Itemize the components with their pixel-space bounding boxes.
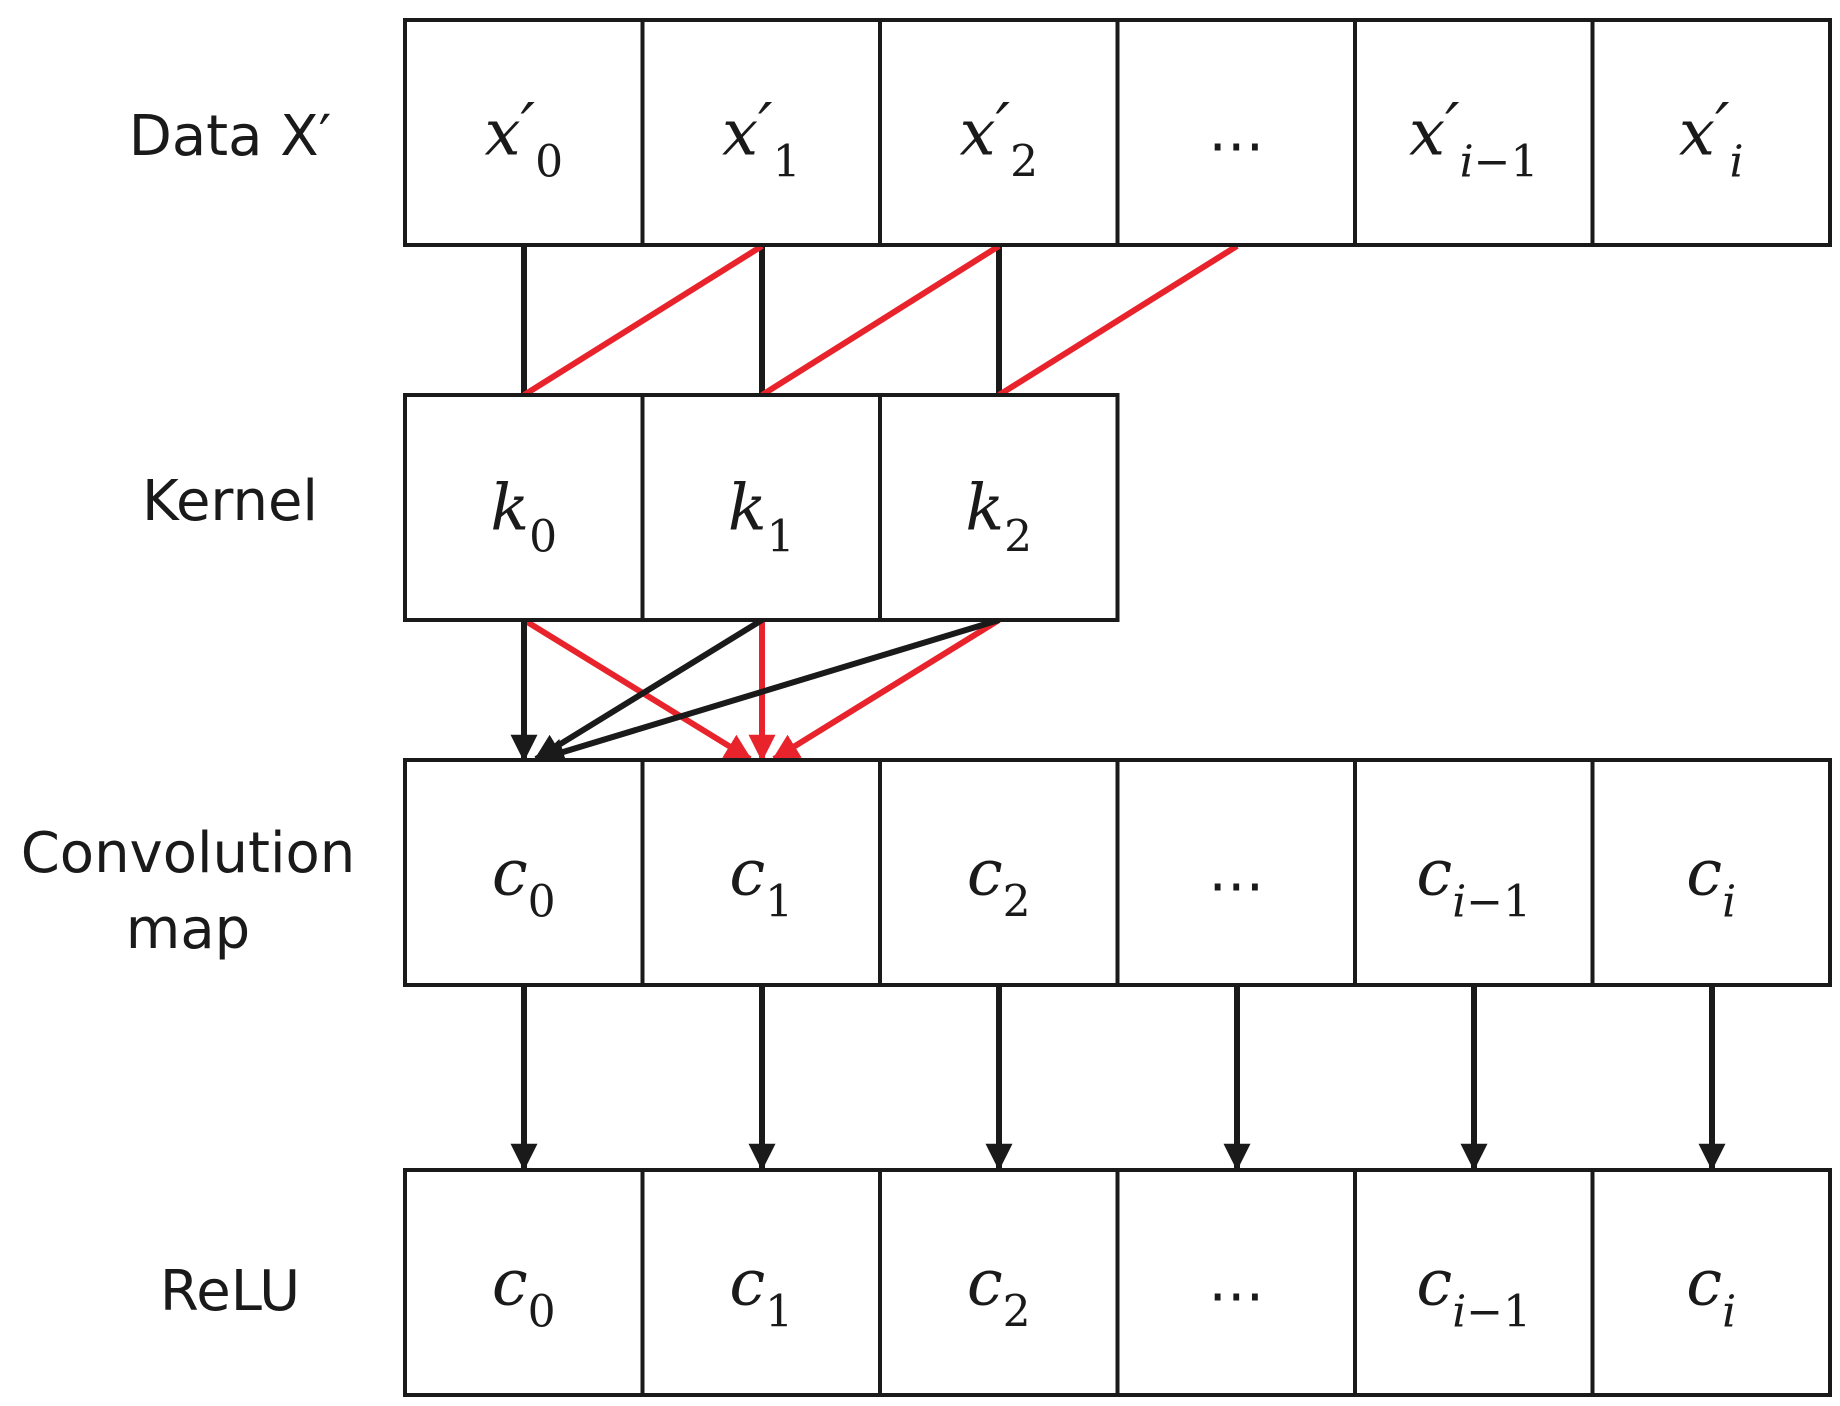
cell-box xyxy=(878,393,1120,622)
conv-row-label-line1: Convolution xyxy=(21,821,356,886)
cell-math-label: x′1 xyxy=(722,91,801,188)
connector-line-red xyxy=(522,243,764,398)
data-cell-0: x′0 xyxy=(403,18,645,247)
cell-math-label: … xyxy=(1208,840,1264,905)
relu-row: c0 c1 c2 … ci−1 ci xyxy=(403,1168,1832,1397)
kernel-cell-2: k2 xyxy=(878,393,1120,622)
cell-box xyxy=(403,1168,645,1397)
cell-box xyxy=(878,758,1120,987)
cell-math-label: ci xyxy=(1686,1247,1736,1338)
cell-box xyxy=(1115,758,1357,987)
cell-math-label: x′i xyxy=(1679,91,1744,188)
cell-box xyxy=(1590,18,1832,247)
cell-math-label: … xyxy=(1208,1250,1264,1315)
data-cell-3: … xyxy=(1115,18,1357,247)
cell-math-label: c2 xyxy=(967,837,1031,928)
cell-math-label: … xyxy=(1208,100,1264,165)
cell-math-label: c1 xyxy=(729,1247,793,1338)
conv-cell-3: … xyxy=(1115,758,1357,987)
conv-row-label-line2: map xyxy=(126,897,250,962)
kernel-row-label: Kernel xyxy=(142,469,318,534)
data-cell-5: x′i xyxy=(1590,18,1832,247)
relu-cell-4: ci−1 xyxy=(1353,1168,1595,1397)
cell-box xyxy=(1590,1168,1832,1397)
cell-math-label: c0 xyxy=(492,1247,556,1338)
relu-cell-3: … xyxy=(1115,1168,1357,1397)
data-row: x′0 x′1 x′2 … x′i−1 x′i xyxy=(403,18,1832,247)
relu-cell-0: c0 xyxy=(403,1168,645,1397)
cell-box xyxy=(878,1168,1120,1397)
cell-box xyxy=(403,758,645,987)
cell-math-label: ci−1 xyxy=(1416,837,1531,928)
cell-math-label: c0 xyxy=(492,837,556,928)
conv-cell-2: c2 xyxy=(878,758,1120,987)
cell-box xyxy=(640,393,882,622)
conv-cell-1: c1 xyxy=(640,758,882,987)
cell-box xyxy=(878,18,1120,247)
arrow-black xyxy=(537,617,1000,765)
relu-cell-5: ci xyxy=(1590,1168,1832,1397)
cell-math-label: ci−1 xyxy=(1416,1247,1531,1338)
cell-box xyxy=(403,18,645,247)
conv-cell-0: c0 xyxy=(403,758,645,987)
data-cell-1: x′1 xyxy=(640,18,882,247)
cell-box xyxy=(1353,1168,1595,1397)
data-kernel-connections xyxy=(521,243,1239,398)
convolution-map-row: c0 c1 c2 … ci−1 ci xyxy=(403,758,1832,987)
kernel-cell-1: k1 xyxy=(640,393,882,622)
cell-math-label: k1 xyxy=(728,472,795,563)
connector-line-red xyxy=(760,243,1001,398)
cell-math-label: ci xyxy=(1686,837,1736,928)
relu-row-label: ReLU xyxy=(160,1259,300,1324)
connector-line-red xyxy=(997,243,1239,398)
relu-cell-1: c1 xyxy=(640,1168,882,1397)
kernel-cell-0: k0 xyxy=(403,393,645,622)
cell-box xyxy=(640,758,882,987)
arrow-red xyxy=(771,617,1001,762)
cell-math-label: c1 xyxy=(729,837,793,928)
conv-cell-5: ci xyxy=(1590,758,1832,987)
cell-box xyxy=(1353,18,1595,247)
cell-math-label: x′0 xyxy=(484,91,563,188)
arrow-black xyxy=(533,617,764,762)
data-row-label: Data X′ xyxy=(129,104,332,169)
kernel-row: k0 k1 k2 xyxy=(403,393,1120,622)
kernel-conv-connections xyxy=(510,617,1001,765)
cell-box xyxy=(1115,1168,1357,1397)
conv-relu-connections xyxy=(510,985,1726,1171)
cell-math-label: k0 xyxy=(490,472,557,563)
cell-box xyxy=(403,393,645,622)
cell-math-label: k2 xyxy=(965,472,1032,563)
cell-box xyxy=(640,18,882,247)
cell-box xyxy=(1353,758,1595,987)
conv-cell-4: ci−1 xyxy=(1353,758,1595,987)
relu-cell-2: c2 xyxy=(878,1168,1120,1397)
cell-box xyxy=(640,1168,882,1397)
cell-math-label: c2 xyxy=(967,1247,1031,1338)
data-cell-2: x′2 xyxy=(878,18,1120,247)
cell-box xyxy=(1590,758,1832,987)
data-cell-4: x′i−1 xyxy=(1353,18,1595,247)
arrow-red xyxy=(522,617,753,762)
cell-math-label: x′i−1 xyxy=(1409,91,1539,188)
cell-math-label: x′2 xyxy=(959,91,1038,188)
